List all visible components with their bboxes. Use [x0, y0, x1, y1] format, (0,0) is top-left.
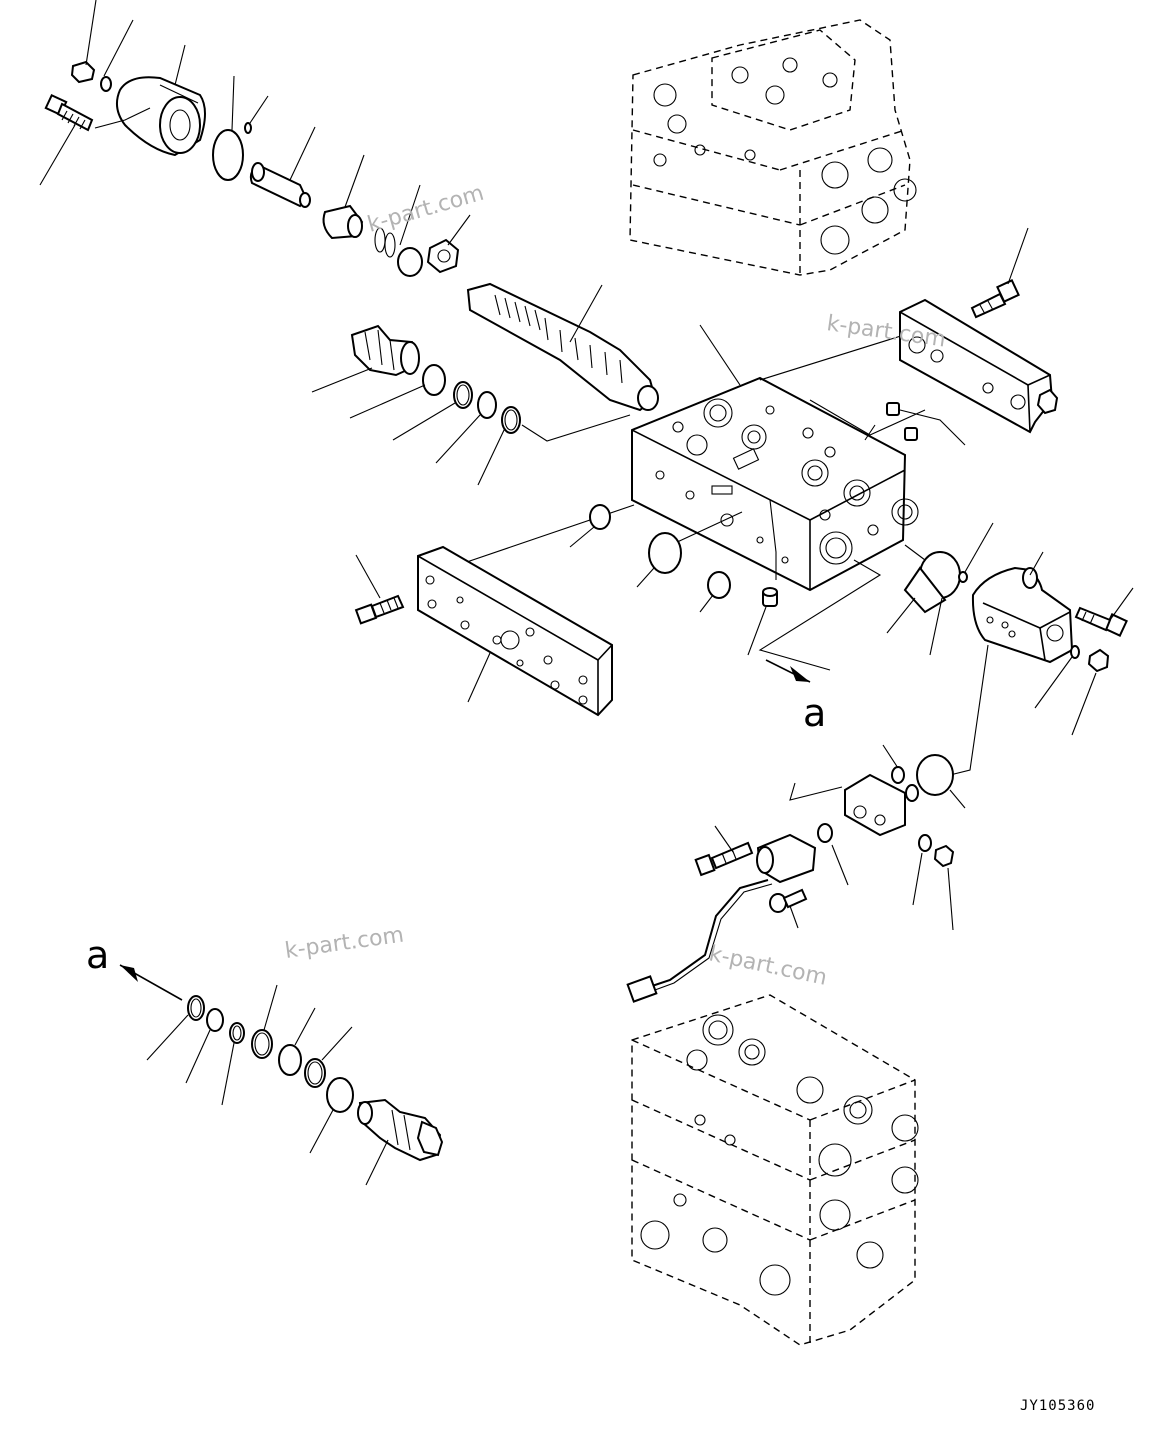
block-o-rings: [569, 504, 778, 656]
o-ring-icon: [326, 1077, 354, 1113]
solenoid-valve-icon: [971, 566, 1074, 664]
watermark: k-part.com: [365, 181, 487, 238]
bolt-icon: [1074, 606, 1128, 637]
o-ring-icon: [648, 532, 682, 574]
o-ring-icon: [278, 1044, 302, 1076]
solenoid-module-icon: [817, 754, 955, 868]
lower-plug-assembly: [146, 984, 444, 1186]
o-ring-icon: [589, 504, 611, 530]
callout-arrow-left: a: [86, 933, 183, 1001]
pin-icon: [249, 162, 311, 208]
spool-cover-assembly: [39, 0, 659, 412]
backup-ring-icon: [229, 1022, 245, 1044]
solenoid-coil-icon: [626, 833, 817, 1003]
o-ring-icon: [707, 571, 731, 599]
callout-label: a: [86, 933, 109, 977]
plug-icon: [762, 587, 778, 607]
reference-valve-block-bottom: [631, 994, 919, 1346]
o-ring-icon: [477, 391, 497, 419]
nut-icon: [426, 238, 460, 274]
bolt-icon: [44, 60, 96, 132]
o-ring-icon: [1070, 645, 1080, 659]
check-plug-assembly: [311, 324, 521, 486]
bolt-icon: [694, 841, 754, 877]
bolt-icon: [970, 279, 1020, 319]
bolt-icon: [354, 594, 405, 625]
drawing-code: JY105360: [1020, 1398, 1095, 1414]
o-ring-icon: [244, 122, 252, 134]
reference-valve-block-top: [629, 19, 917, 276]
plate-icon: [354, 545, 613, 717]
callout-arrow-right: a: [765, 659, 826, 735]
gasket-icon: [903, 551, 968, 614]
screw-icon: [769, 888, 808, 913]
plug-icon: [357, 1098, 444, 1162]
plug-screw-icon: [886, 402, 918, 441]
callout-label: a: [803, 691, 826, 735]
side-block-icon: [899, 298, 1059, 434]
nut-icon: [1087, 648, 1110, 673]
spool-icon: [466, 282, 659, 412]
o-ring-icon: [212, 129, 244, 181]
o-ring-icon: [422, 364, 446, 396]
spring-icon: [374, 227, 423, 277]
cover-icon: [115, 76, 206, 157]
watermark: k-part.com: [707, 941, 829, 990]
backup-ring-icon: [187, 995, 205, 1021]
o-ring-icon: [100, 76, 112, 92]
watermark: k-part.com: [283, 923, 405, 964]
o-ring-icon: [206, 1008, 224, 1032]
retainer-icon: [322, 204, 364, 240]
main-valve-section: [631, 376, 919, 592]
plug-icon: [350, 324, 420, 377]
